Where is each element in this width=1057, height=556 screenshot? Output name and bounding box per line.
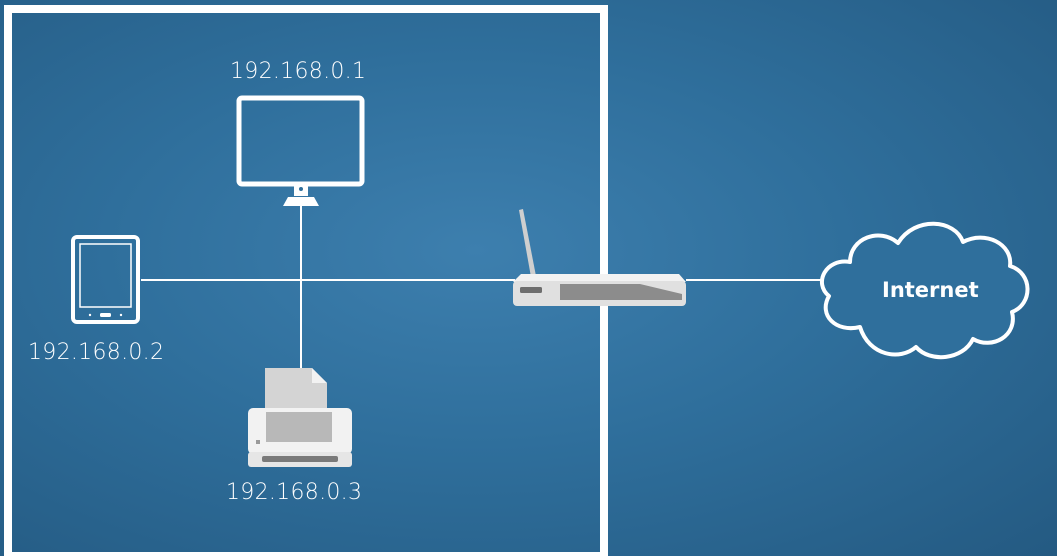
printer-ip-label: 192.168.0.3 bbox=[226, 480, 363, 505]
tablet-icon bbox=[71, 235, 140, 324]
monitor-icon bbox=[236, 95, 365, 206]
connections bbox=[141, 205, 826, 368]
internet-label: Internet bbox=[882, 278, 979, 302]
tablet-ip-label: 192.168.0.2 bbox=[28, 340, 165, 365]
monitor-ip-label: 192.168.0.1 bbox=[230, 59, 367, 84]
printer-icon bbox=[248, 368, 352, 467]
router-icon bbox=[513, 209, 686, 306]
cloud-icon bbox=[820, 221, 1030, 360]
